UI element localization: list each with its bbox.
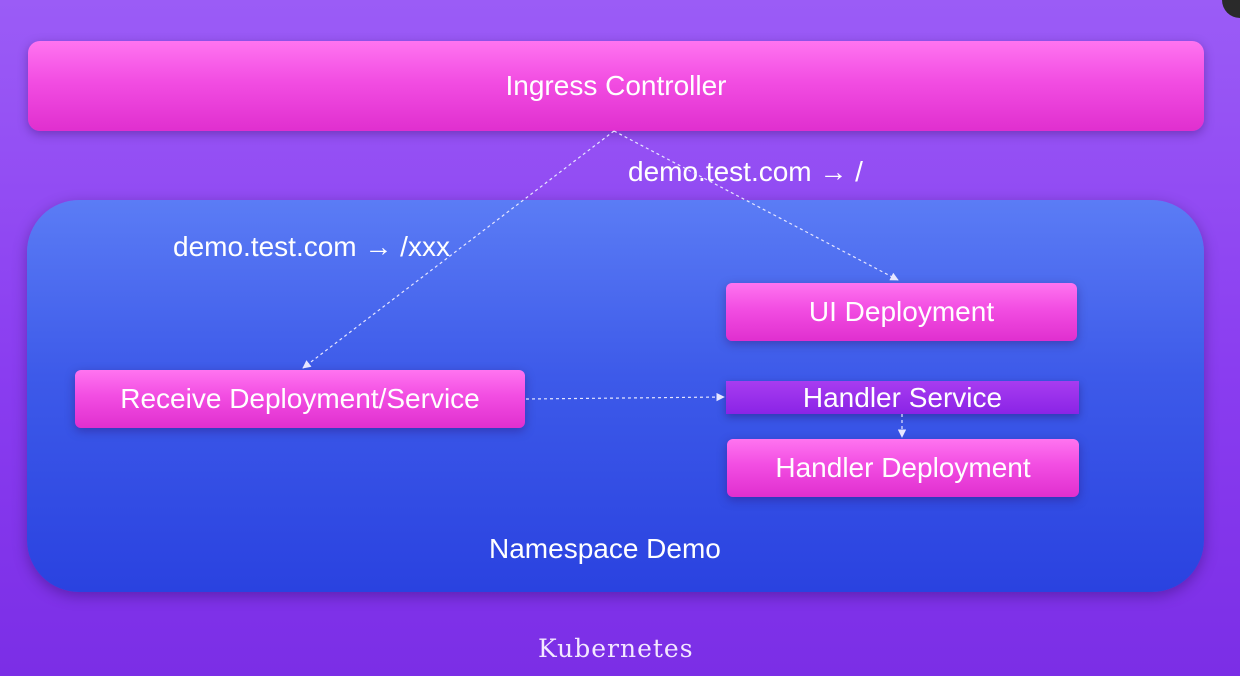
handler-deployment-label: Handler Deployment	[775, 452, 1031, 483]
handler-deployment-box: Handler Deployment	[727, 439, 1079, 497]
handler-service-label: Handler Service	[802, 381, 1003, 413]
route-root-label: demo.test.com → /	[628, 156, 863, 187]
receive-deployment-service-box: Receive Deployment/Service	[75, 370, 525, 428]
ingress-controller-box: Ingress Controller	[28, 41, 1204, 131]
receive-deployment-service-label: Receive Deployment/Service	[120, 383, 480, 414]
kubernetes-label: Kubernetes	[538, 634, 694, 663]
route-xxx-label: demo.test.com → /xxx	[173, 231, 450, 262]
ui-deployment-box: UI Deployment	[726, 283, 1077, 341]
ui-deployment-label: UI Deployment	[808, 296, 995, 327]
window-corner	[1222, 0, 1240, 18]
ingress-controller-label: Ingress Controller	[505, 70, 727, 101]
namespace-label: Namespace Demo	[489, 533, 721, 564]
handler-service-box: Handler Service	[726, 381, 1079, 414]
